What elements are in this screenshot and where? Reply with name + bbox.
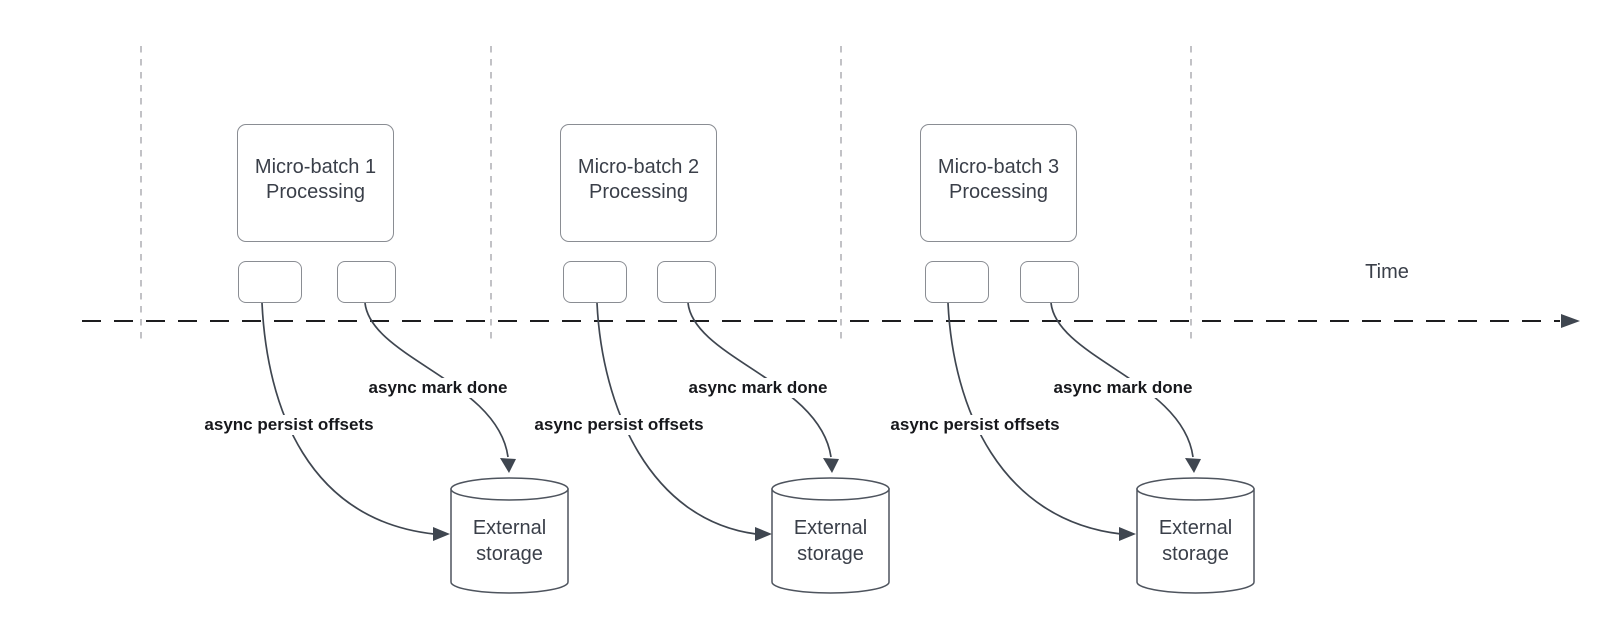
microbatch-2-task-box-left: [563, 261, 627, 303]
microbatch-3-processing-box: Micro-batch 3 Processing: [920, 124, 1077, 242]
persist-offsets-arrowhead-icon-3: [1119, 527, 1136, 541]
mark-done-arrowhead-icon-2: [823, 458, 839, 473]
mark-done-arrow-3: [1050, 302, 1194, 458]
microbatch-2-processing-box: Micro-batch 2 Processing: [560, 124, 717, 242]
microbatch-2-processing-label: Micro-batch 2 Processing: [577, 156, 700, 203]
mark-done-label-2: async mark done: [685, 378, 831, 398]
mark-done-arrowhead-icon-3: [1185, 458, 1201, 473]
microbatch-1-task-box-left: [238, 261, 302, 303]
external-storage-cylinder-1: [450, 477, 569, 594]
external-storage-label-3: External storage: [1158, 517, 1233, 565]
microbatch-1-task-box-right: [337, 261, 396, 303]
microbatch-3-task-box-left: [925, 261, 989, 303]
mark-done-arrow-2: [687, 302, 832, 458]
persist-offsets-label-3: async persist offsets: [887, 415, 1063, 435]
microbatch-2-task-box-right: [657, 261, 716, 303]
external-storage-label-1: External storage: [472, 517, 547, 565]
persist-offsets-arrowhead-icon-1: [433, 527, 450, 541]
external-storage-cylinder-3: [1136, 477, 1255, 594]
microbatch-3-task-box-right: [1020, 261, 1079, 303]
persist-offsets-label-1: async persist offsets: [201, 415, 377, 435]
persist-offsets-arrowhead-icon-2: [755, 527, 772, 541]
time-axis-label: Time: [1365, 261, 1409, 283]
external-storage-cylinder-2: [771, 477, 890, 594]
mark-done-label-1: async mark done: [365, 378, 511, 398]
microbatch-1-processing-label: Micro-batch 1 Processing: [254, 156, 377, 203]
persist-offsets-arrow-1: [261, 302, 435, 535]
microbatch-1-processing-box: Micro-batch 1 Processing: [237, 124, 394, 242]
time-axis-arrowhead-icon: [1561, 314, 1580, 328]
persist-offsets-arrow-3: [947, 302, 1122, 535]
mark-done-arrow-1: [364, 302, 509, 458]
microbatch-3-processing-label: Micro-batch 3 Processing: [937, 156, 1060, 203]
mark-done-label-3: async mark done: [1050, 378, 1196, 398]
external-storage-label-2: External storage: [793, 517, 868, 565]
mark-done-arrowhead-icon-1: [500, 458, 516, 473]
persist-offsets-arrow-2: [596, 302, 757, 535]
persist-offsets-label-2: async persist offsets: [531, 415, 707, 435]
